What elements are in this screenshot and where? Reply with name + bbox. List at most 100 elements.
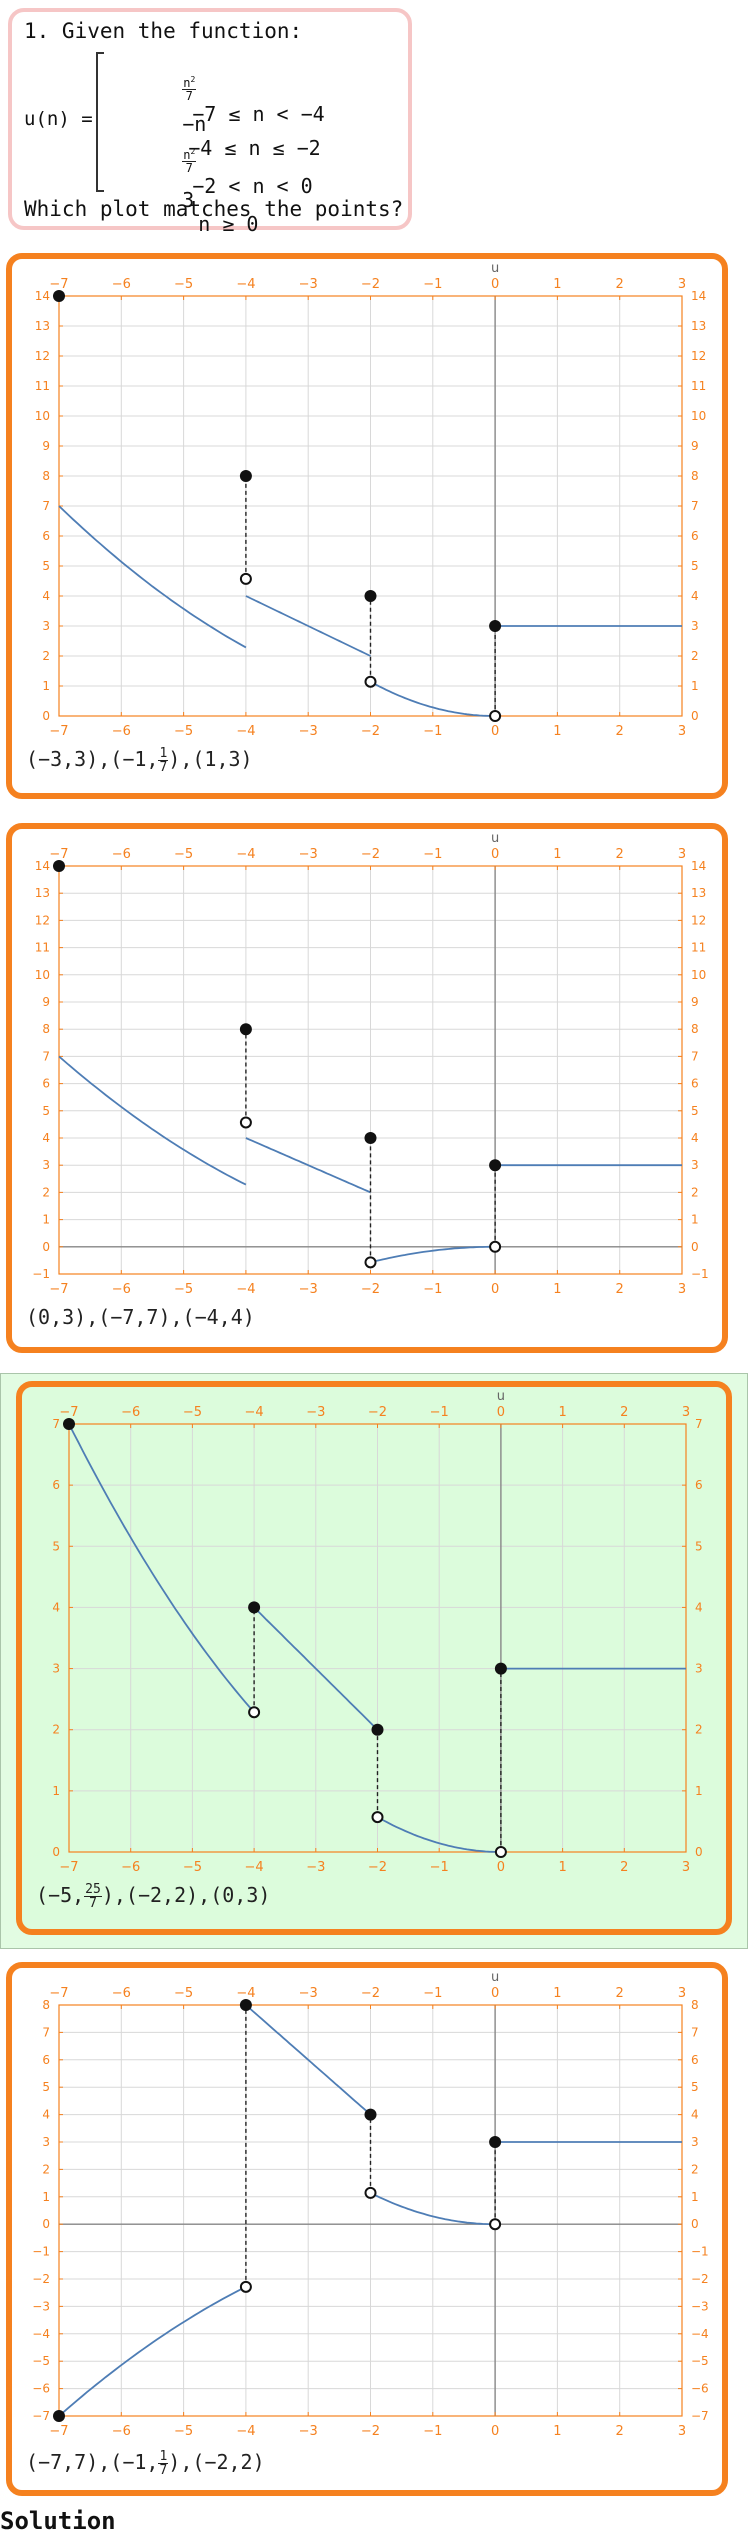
y-tick-label-left: 6 bbox=[42, 1077, 50, 1091]
y-tick-label-left: 12 bbox=[35, 349, 50, 363]
answer-text: ),(1,3) bbox=[168, 747, 253, 771]
y-tick-label-right: 8 bbox=[691, 469, 699, 483]
x-tick-label-bottom: −1 bbox=[423, 724, 442, 739]
x-tick-label-top: −6 bbox=[121, 1405, 140, 1420]
open-point bbox=[239, 2280, 252, 2293]
curve-segment-1 bbox=[58, 505, 247, 649]
option-b-points: (0,3),(−7,7),(−4,4) bbox=[26, 1305, 255, 1329]
x-tick-label-top: −1 bbox=[423, 277, 442, 292]
y-tick-label-left: 7 bbox=[42, 1049, 50, 1063]
open-point bbox=[364, 1256, 377, 1269]
y-tick-label-right: 7 bbox=[691, 499, 699, 513]
y-tick-label-right: −5 bbox=[691, 2354, 709, 2368]
x-tick-label-bottom: −4 bbox=[236, 1282, 255, 1297]
y-tick-label-left: 4 bbox=[42, 589, 50, 603]
y-tick-label-right: 6 bbox=[691, 1077, 699, 1091]
x-tick-label-bottom: −3 bbox=[299, 724, 318, 739]
curve-segment-3 bbox=[377, 1816, 501, 1853]
x-tick-label-bottom: −1 bbox=[430, 1860, 449, 1875]
x-tick-label-top: −6 bbox=[112, 277, 131, 292]
x-tick-label-top: −2 bbox=[361, 1986, 380, 2001]
y-tick-label-left: 6 bbox=[42, 529, 50, 543]
y-tick-label-left: 13 bbox=[35, 319, 50, 333]
curve-segment-3 bbox=[370, 680, 496, 717]
y-tick-label-left: 0 bbox=[42, 1240, 50, 1254]
answer-text: (−5, bbox=[36, 1883, 85, 1907]
y-tick-label-right: 10 bbox=[691, 968, 706, 982]
case-4-condition: n ≥ 0 bbox=[198, 212, 259, 236]
open-point bbox=[489, 2218, 502, 2231]
curve-segment-2 bbox=[245, 1137, 371, 1194]
x-tick-label-top: −1 bbox=[423, 1986, 442, 2001]
y-tick-label-right: 5 bbox=[691, 1104, 699, 1118]
y-tick-label-left: 2 bbox=[52, 1723, 60, 1737]
answer-text: ),(−2,2),(0,3) bbox=[101, 1883, 271, 1907]
x-tick-label-top: −2 bbox=[361, 277, 380, 292]
y-tick-label-right: 14 bbox=[691, 289, 706, 303]
filled-point bbox=[248, 1601, 261, 1614]
x-tick-label-bottom: 3 bbox=[682, 1860, 690, 1875]
axis-label-u: u bbox=[497, 1389, 505, 1404]
x-tick-label-top: −4 bbox=[236, 1986, 255, 2001]
x-tick-label-top: 0 bbox=[491, 1986, 499, 2001]
case-1-condition: −7 ≤ n < −4 bbox=[192, 102, 325, 126]
y-tick-label-right: 13 bbox=[691, 319, 706, 333]
x-tick-label-bottom: −7 bbox=[49, 724, 68, 739]
x-tick-label-bottom: 2 bbox=[616, 724, 624, 739]
x-tick-label-top: 1 bbox=[558, 1405, 566, 1420]
y-tick-label-left: 14 bbox=[35, 859, 50, 873]
x-tick-label-top: −5 bbox=[174, 1986, 193, 2001]
y-tick-label-right: 1 bbox=[691, 679, 699, 693]
x-tick-label-bottom: −6 bbox=[112, 1282, 131, 1297]
case-2-condition: −4 ≤ n ≤ −2 bbox=[188, 136, 321, 160]
y-tick-label-left: 3 bbox=[42, 2135, 50, 2149]
y-tick-label-left: 3 bbox=[52, 1662, 60, 1676]
y-tick-label-right: 7 bbox=[695, 1417, 703, 1431]
x-tick-label-bottom: 0 bbox=[497, 1860, 505, 1875]
x-tick-label-bottom: 3 bbox=[678, 2424, 686, 2439]
y-tick-label-right: 0 bbox=[691, 1240, 699, 1254]
x-tick-label-top: 3 bbox=[682, 1405, 690, 1420]
y-tick-label-left: 10 bbox=[35, 409, 50, 423]
x-tick-label-top: −3 bbox=[306, 1405, 325, 1420]
y-tick-label-right: 2 bbox=[691, 1185, 699, 1199]
x-tick-label-top: −7 bbox=[59, 1405, 78, 1420]
filled-point bbox=[53, 860, 65, 872]
piecewise-brace bbox=[96, 52, 104, 192]
y-tick-label-right: 2 bbox=[695, 1723, 703, 1737]
x-tick-label-bottom: 3 bbox=[678, 724, 686, 739]
curve-segment-2 bbox=[253, 1606, 379, 1731]
y-tick-label-right: 6 bbox=[691, 529, 699, 543]
x-tick-label-top: −7 bbox=[49, 277, 68, 292]
x-tick-label-top: 2 bbox=[620, 1405, 628, 1420]
case-4: 3 n ≥ 0 bbox=[110, 164, 258, 260]
y-tick-label-left: 11 bbox=[35, 941, 50, 955]
y-tick-label-left: −6 bbox=[32, 2382, 50, 2396]
x-tick-label-bottom: −6 bbox=[112, 2424, 131, 2439]
y-tick-label-right: 0 bbox=[691, 709, 699, 723]
y-tick-label-right: −3 bbox=[691, 2299, 709, 2313]
y-tick-label-left: 1 bbox=[42, 1213, 50, 1227]
y-tick-label-left: 5 bbox=[42, 1104, 50, 1118]
open-point bbox=[239, 572, 252, 585]
option-card-d[interactable]: un−7−7−6−6−5−5−4−4−3−3−2−2−1−100112233−7… bbox=[6, 1962, 728, 2496]
curve-segment-1 bbox=[58, 2285, 247, 2417]
y-tick-label-right: 3 bbox=[695, 1662, 703, 1676]
y-tick-label-right: 11 bbox=[691, 379, 706, 393]
curve-segment-1 bbox=[58, 1055, 247, 1186]
filled-point bbox=[489, 2136, 502, 2148]
y-tick-label-left: 4 bbox=[42, 2108, 50, 2122]
x-tick-label-bottom: −2 bbox=[368, 1860, 387, 1875]
y-tick-label-left: −3 bbox=[32, 2299, 50, 2313]
axis-label-u: u bbox=[491, 831, 499, 846]
y-tick-label-right: 2 bbox=[691, 649, 699, 663]
y-tick-label-left: 4 bbox=[52, 1600, 60, 1614]
